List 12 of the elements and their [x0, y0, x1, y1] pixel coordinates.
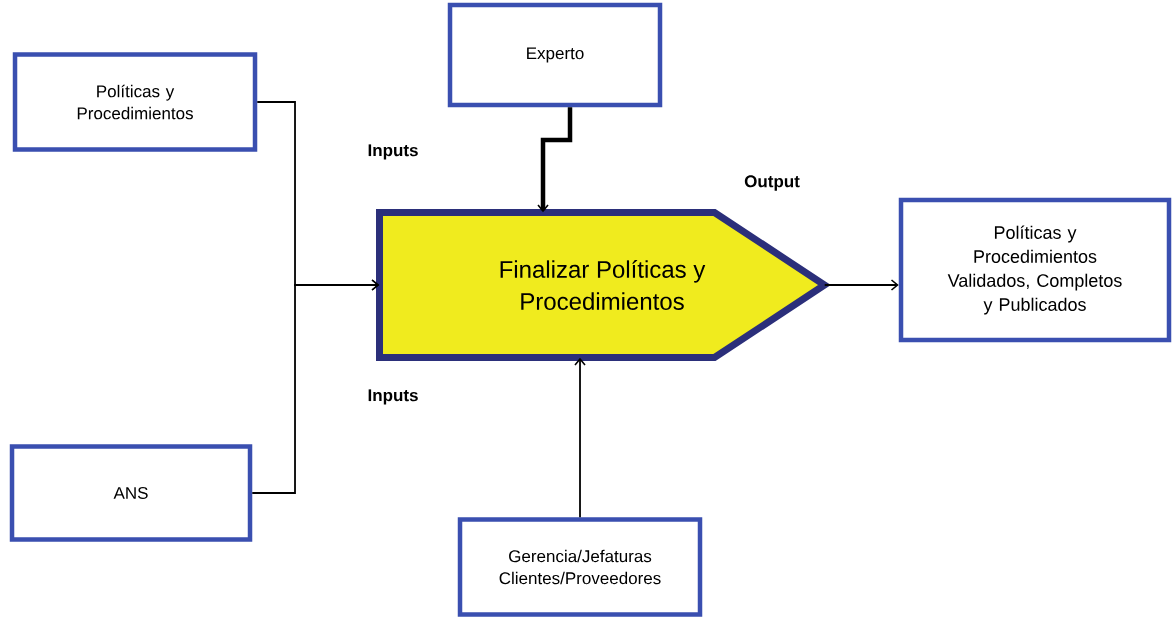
- section-label: Inputs: [368, 144, 418, 160]
- input-box: Gerencia/Jefaturas Clientes/Proveedores: [457, 517, 703, 617]
- arrow: [537, 107, 573, 213]
- arrow: [251, 279, 380, 494]
- arrow: [823, 279, 899, 291]
- input-box: Experto: [447, 2, 663, 108]
- input-box: ANS: [9, 444, 253, 542]
- input-box: Políticas y Procedimientos Validados, Completos y Publicados: [898, 197, 1172, 343]
- input-box: Políticas y Procedimientos: [12, 52, 258, 152]
- section-label: Inputs: [368, 389, 418, 405]
- arrow: [574, 357, 586, 519]
- section-label: Output: [744, 175, 800, 191]
